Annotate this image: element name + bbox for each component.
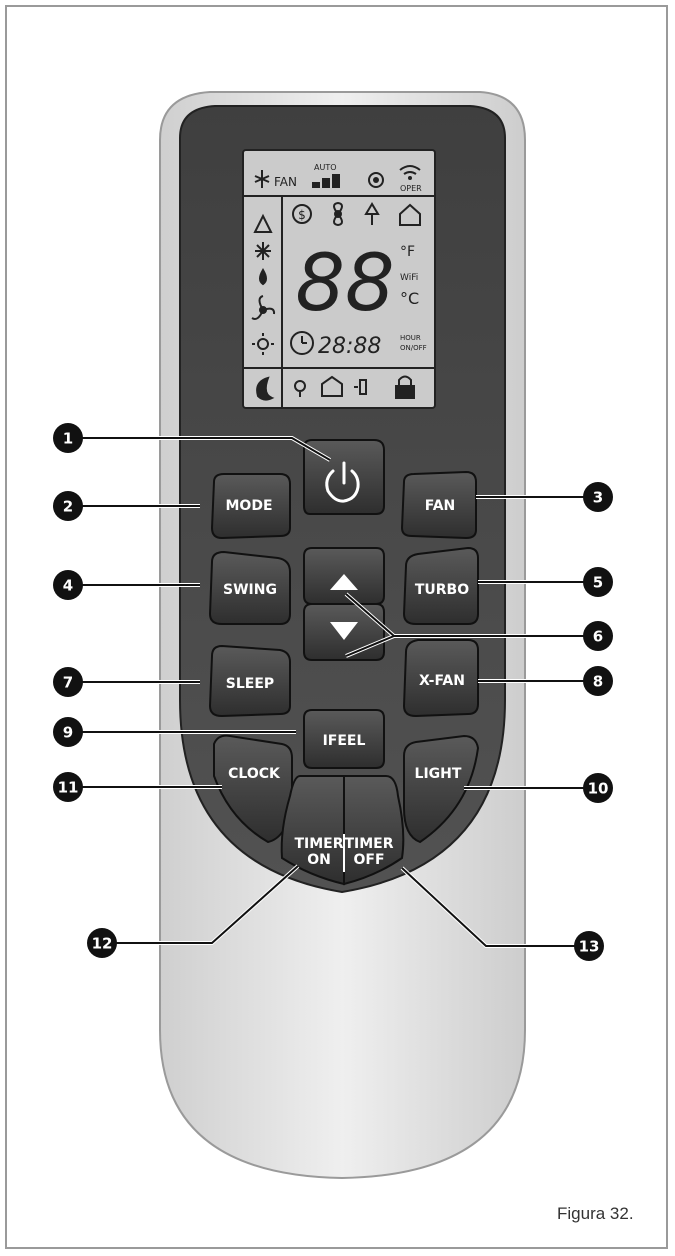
- sleep-button[interactable]: SLEEP: [208, 644, 291, 718]
- callout-6: 6: [583, 621, 613, 651]
- callout-8: 8: [583, 666, 613, 696]
- lcd-mode-column: [251, 213, 276, 401]
- timer-buttons: TIMER ON TIMER OFF: [280, 775, 405, 886]
- timer-on-button[interactable]: [280, 775, 345, 886]
- lcd-clock-onoff: ON/OFF: [400, 344, 427, 352]
- svg-text:5: 5: [593, 574, 603, 592]
- callout-5: 5: [583, 567, 613, 597]
- callout-4: 4: [53, 570, 83, 600]
- mode-button-label: MODE: [225, 498, 272, 514]
- dry-mode-icon: [259, 268, 267, 286]
- callout-1: 1: [53, 423, 83, 453]
- swing-button-label: SWING: [223, 582, 277, 598]
- svg-text:10: 10: [588, 780, 609, 798]
- fan-button-label: FAN: [425, 498, 456, 514]
- arrow-down-icon: [330, 622, 358, 640]
- lcd-unit-c: °C: [400, 289, 419, 308]
- power-icon: [325, 461, 360, 503]
- callout-9: 9: [53, 717, 83, 747]
- callout-11: 11: [53, 772, 83, 802]
- lcd-unit-f: °F: [400, 244, 415, 260]
- figure-caption: Figura 32.: [557, 1204, 634, 1223]
- light-bulb-icon: [294, 380, 306, 397]
- fan-mode-icon: [251, 295, 276, 320]
- wifi-icon: [399, 165, 421, 180]
- callout-7: 7: [53, 667, 83, 697]
- svg-text:6: 6: [593, 628, 603, 646]
- svg-text:8: 8: [593, 673, 603, 691]
- xfan-button[interactable]: X-FAN: [402, 639, 479, 718]
- up-button[interactable]: [303, 547, 385, 605]
- svg-text:3: 3: [593, 489, 603, 507]
- timer-on-label-2: ON: [307, 852, 331, 868]
- light-button-label: LIGHT: [415, 766, 462, 782]
- sleep-moon-icon: [256, 376, 275, 401]
- xfan-button-label: X-FAN: [419, 673, 465, 689]
- lcd-unit-wifi: WiFi: [400, 273, 418, 283]
- svg-text:13: 13: [579, 938, 600, 956]
- swing-button[interactable]: SWING: [208, 550, 291, 625]
- svg-text:12: 12: [92, 935, 113, 953]
- lcd-top-row: FAN AUTO OPER: [254, 163, 422, 193]
- cool-mode-icon: [255, 242, 271, 260]
- arrow-up-icon: [330, 574, 358, 590]
- callout-3: 3: [583, 482, 613, 512]
- health-icon: [368, 172, 384, 188]
- lcd-clock: 28:88: [318, 334, 381, 359]
- xfan-icon: [354, 379, 367, 395]
- sleep-button-label: SLEEP: [226, 676, 274, 692]
- lock-icon: [395, 375, 415, 399]
- heat-mode-icon: [252, 333, 274, 355]
- fan-button[interactable]: FAN: [400, 470, 477, 540]
- svg-text:11: 11: [58, 779, 79, 797]
- snowflake-icon: [254, 170, 270, 188]
- callout-2: 2: [53, 491, 83, 521]
- timer-off-label-1: TIMER: [344, 836, 393, 852]
- svg-text:$: $: [298, 208, 306, 222]
- callout-12: 12: [87, 928, 117, 958]
- home-icon: [399, 203, 421, 226]
- timer-off-label-2: OFF: [353, 852, 384, 868]
- svg-text:4: 4: [63, 577, 73, 595]
- mode-button[interactable]: MODE: [210, 473, 291, 540]
- timer-on-label-1: TIMER: [294, 836, 343, 852]
- svg-text:9: 9: [63, 724, 73, 742]
- tree-icon: [364, 202, 380, 225]
- ifeel-button[interactable]: IFEEL: [303, 709, 385, 769]
- svg-text:2: 2: [63, 498, 73, 516]
- lcd-oper-label: OPER: [400, 184, 422, 193]
- callout-13: 13: [574, 931, 604, 961]
- fan-speed-bars-icon: [312, 174, 340, 188]
- figure-frame: [5, 5, 668, 1249]
- callout-leaders-dark: [82, 437, 598, 947]
- lcd-clock-hour: HOUR: [400, 334, 421, 342]
- turbo-button[interactable]: TURBO: [402, 546, 479, 625]
- svg-text:1: 1: [63, 430, 73, 448]
- ifeel-button-label: IFEEL: [323, 733, 366, 749]
- air-icon: [333, 201, 343, 227]
- callout-10: 10: [583, 773, 613, 803]
- lcd-bottom-row: [294, 375, 415, 399]
- save-icon: $: [292, 204, 312, 224]
- lcd-function-row: $: [292, 201, 421, 227]
- lcd-temperature: 88: [295, 239, 394, 329]
- auto-mode-icon: [253, 213, 273, 233]
- clock-icon: [290, 331, 314, 355]
- timer-off-button[interactable]: [343, 775, 405, 886]
- svg-text:7: 7: [63, 674, 73, 692]
- lcd-auto-label: AUTO: [314, 163, 337, 172]
- lcd-fan-label: FAN: [274, 175, 297, 189]
- down-button[interactable]: [303, 603, 385, 661]
- light-button[interactable]: LIGHT: [403, 734, 480, 844]
- ifeel-house-icon: [321, 375, 343, 397]
- clock-button-label: CLOCK: [228, 766, 281, 782]
- turbo-button-label: TURBO: [415, 582, 469, 598]
